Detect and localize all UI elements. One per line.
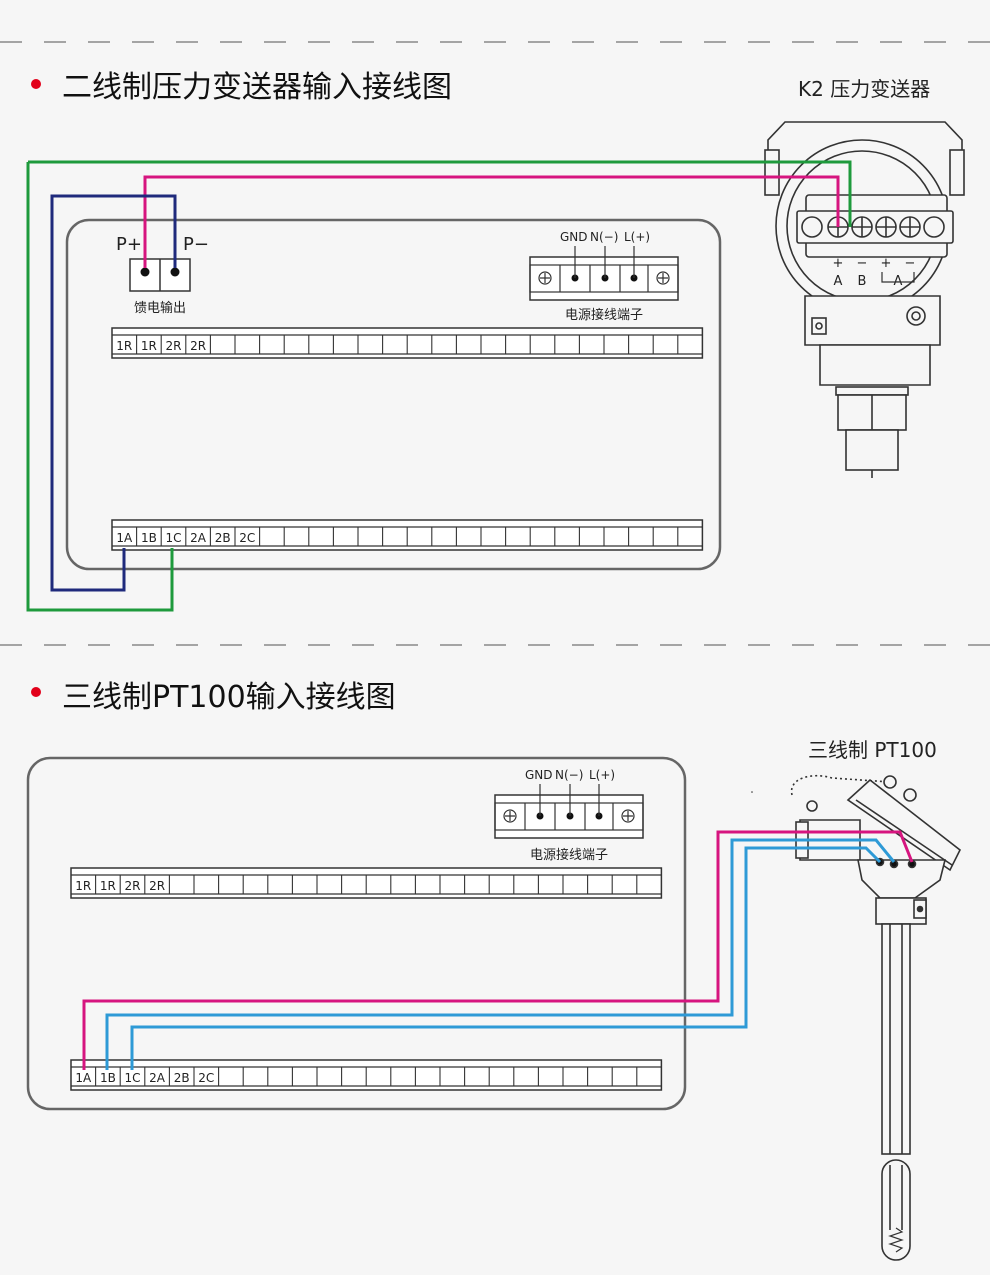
magenta-wire — [143, 175, 840, 268]
feed-neg-label: P− — [183, 234, 209, 255]
feed-output-label: 馈电输出 — [134, 300, 186, 316]
terminal-screw — [170, 267, 180, 277]
pt100-sensor — [790, 774, 962, 1261]
transmitter-letter-a: A — [834, 274, 843, 289]
section2-wires — [82, 830, 914, 1070]
controller-panel — [65, 218, 722, 571]
terminal-label: 1R — [100, 879, 116, 893]
terminal-label: 1R — [141, 339, 157, 353]
feed-pos-label: P+ — [116, 234, 142, 255]
bottom-terminal-strip: 1A 1B 1C 2A 2B 2C — [70, 1059, 663, 1091]
transmitter-letter-b: B — [858, 274, 867, 289]
transmitter-mark-1: + — [833, 256, 844, 271]
power-terminal-block — [494, 784, 644, 839]
cyan-wire — [130, 846, 882, 1070]
terminal-label: 2R — [125, 879, 141, 893]
terminal-label: 1A — [116, 531, 133, 545]
power-term-l: L(+) — [624, 230, 650, 244]
power-term-gnd: GND — [525, 768, 553, 782]
green-wire — [26, 162, 174, 612]
terminal-label: 1A — [75, 1071, 92, 1085]
transmitter-mark-2: − — [857, 256, 868, 271]
navy-wire — [50, 194, 177, 592]
terminal-label: 2B — [215, 531, 231, 545]
bottom-terminal-strip: 1A 1B 1C 2A 2B 2C — [111, 519, 704, 551]
terminal-label: 2A — [190, 531, 207, 545]
green-wire — [28, 160, 852, 227]
terminal-label: 1B — [141, 531, 157, 545]
bullet-dot — [31, 687, 41, 697]
terminal-label: 2R — [149, 879, 165, 893]
terminal-label: 2C — [198, 1071, 214, 1085]
power-term-gnd: GND — [560, 230, 588, 244]
terminal-label: 1B — [100, 1071, 116, 1085]
section1-heading: 二线制压力变送器输入接线图 — [62, 70, 452, 105]
top-terminal-strip: 1R 1R 2R 2R — [111, 327, 704, 359]
controller-panel — [26, 756, 687, 1111]
terminal-label: 2A — [149, 1071, 166, 1085]
power-terminal-label: 电源接线端子 — [565, 307, 643, 323]
transmitter-mark-3: + — [881, 256, 892, 271]
terminal-label: 1R — [116, 339, 132, 353]
transmitter-mark-4: − — [905, 256, 916, 271]
section2-heading: 三线制PT100输入接线图 — [62, 680, 396, 715]
magenta-wire — [82, 830, 914, 1070]
pressure-transmitter-label: K2 压力变送器 — [798, 77, 930, 101]
terminal-label: 1R — [75, 879, 91, 893]
pressure-transmitter — [764, 121, 965, 478]
terminal-label: 2R — [166, 339, 182, 353]
terminal-label: 1C — [165, 531, 181, 545]
pt100-label: 三线制 PT100 — [808, 738, 937, 762]
power-term-l: L(+) — [589, 768, 615, 782]
power-term-n: N(−) — [555, 768, 583, 782]
terminal-label: 2R — [190, 339, 206, 353]
terminal-label: 1C — [124, 1071, 140, 1085]
section1-wires — [26, 160, 852, 612]
power-term-n: N(−) — [590, 230, 618, 244]
terminal-screw — [140, 267, 150, 277]
power-terminal-block — [529, 246, 679, 301]
bullet-dot — [31, 79, 41, 89]
terminal-label: 2C — [239, 531, 255, 545]
power-terminal-label: 电源接线端子 — [530, 847, 608, 863]
top-terminal-strip: 1R 1R 2R 2R — [70, 867, 663, 899]
terminal-label: 2B — [174, 1071, 190, 1085]
cyan-wire — [105, 838, 896, 1070]
